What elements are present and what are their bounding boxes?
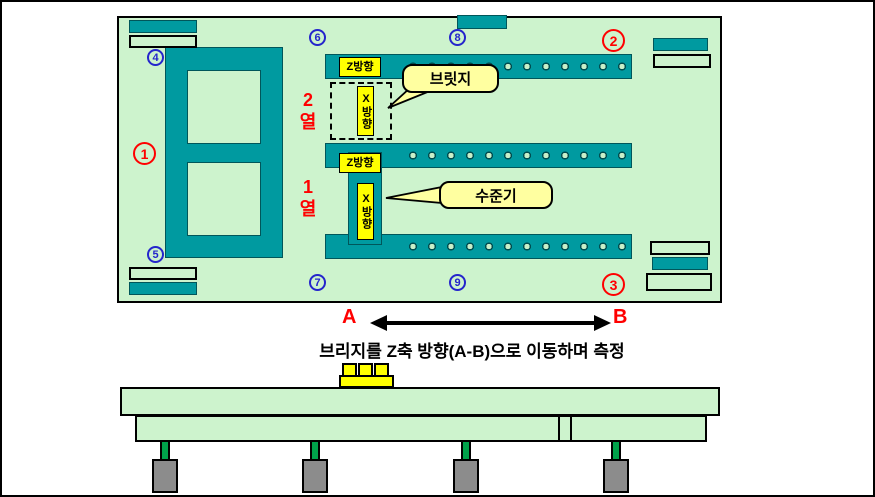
row1-number: 1: [302, 177, 313, 197]
bed-side-top-slab: [120, 387, 720, 416]
pad-block-top-left: [129, 20, 197, 33]
point-a-label: A: [342, 306, 357, 328]
row1-unit: 열: [299, 199, 317, 219]
pad-block-bottom-right: [652, 257, 708, 270]
pad-block-top-right: [653, 38, 708, 51]
foot-pad-4: [603, 459, 629, 493]
row2-unit: 열: [299, 112, 317, 132]
pad-block-bottom-left: [129, 282, 197, 295]
marker-5: 5: [147, 246, 164, 263]
row2-number: 2: [302, 90, 313, 110]
bridge-callout: 브릿지: [402, 64, 499, 93]
caption: 브리지를 Z축 방향(A-B)으로 이동하며 측정: [319, 342, 625, 361]
foot-pad-1: [152, 459, 178, 493]
point-b-label: B: [613, 306, 628, 328]
bridge-position-row2-dashed: [330, 82, 392, 140]
rail-middle-holes: [404, 144, 628, 167]
marker-8: 8: [449, 29, 466, 46]
z-direction-label-row1: Z방향: [339, 153, 381, 173]
foot-pad-3: [453, 459, 479, 493]
ab-arrow-head-left: [370, 315, 387, 331]
slab-divider-2: [570, 417, 572, 440]
column-window-top: [187, 70, 261, 144]
row1-label: 1 열: [294, 176, 322, 220]
pad-outline-bottom-left: [129, 267, 197, 280]
x-direction-label-row2: X방향: [357, 86, 374, 136]
z-direction-label-row2: Z방향: [339, 57, 381, 77]
marker-7: 7: [309, 274, 326, 291]
x-direction-label-row1: X방향: [357, 183, 374, 240]
pad-outline-top-left: [129, 35, 197, 48]
slab-divider-1: [558, 417, 560, 440]
marker-6: 6: [309, 29, 326, 46]
row2-label: 2 열: [294, 89, 322, 133]
pad-block-top-center: [457, 15, 507, 29]
pad-outline-bottom-right-1: [650, 241, 710, 255]
bed-side-lower-slab: [135, 415, 707, 442]
pad-outline-bottom-right-2: [646, 273, 712, 291]
rail-bottom: [325, 234, 632, 259]
marker-1: 1: [133, 142, 156, 165]
rail-bottom-holes: [404, 235, 628, 258]
foot-pad-2: [302, 459, 328, 493]
ab-arrow-head-right: [594, 315, 611, 331]
marker-2: 2: [602, 29, 625, 52]
level-callout: 수준기: [439, 181, 553, 209]
column-window-bottom: [187, 162, 261, 236]
marker-9: 9: [449, 274, 466, 291]
marker-3: 3: [602, 273, 625, 296]
marker-4: 4: [147, 49, 164, 66]
pad-outline-top-right: [653, 54, 711, 68]
